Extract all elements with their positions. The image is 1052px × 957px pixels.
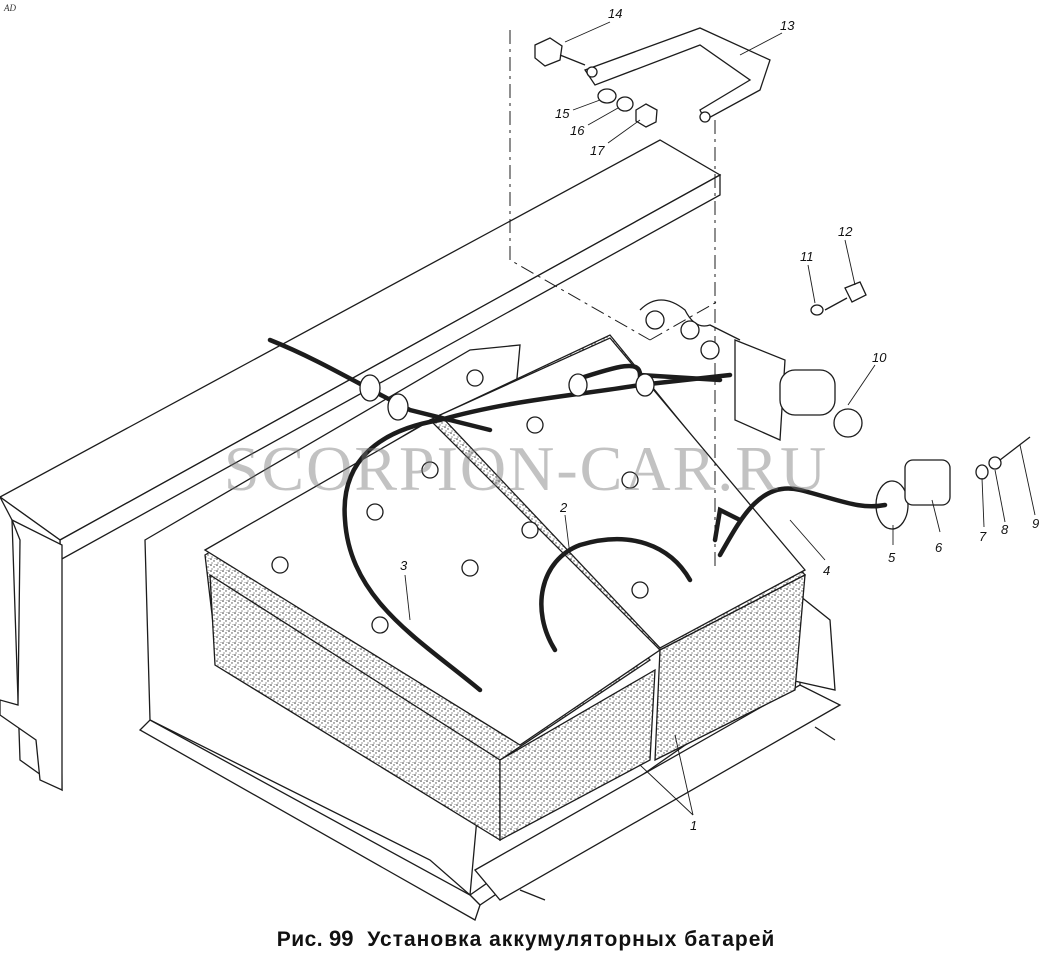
callout-16: 16 xyxy=(570,123,585,138)
callout-13: 13 xyxy=(780,18,795,33)
caption-prefix: Рис. xyxy=(276,928,324,951)
callout-11: 11 xyxy=(800,249,814,264)
callout-17: 17 xyxy=(590,143,605,158)
strap-fasteners xyxy=(534,37,658,128)
corner-mark: AD xyxy=(4,3,16,13)
callout-9: 9 xyxy=(1032,516,1039,531)
callout-7: 7 xyxy=(979,529,987,544)
callout-1: 1 xyxy=(690,818,697,833)
callout-15: 15 xyxy=(555,106,570,121)
figure-caption: Рис. 99 Установка аккумуляторных батарей xyxy=(0,926,1052,952)
watermark: SCORPION-CAR.RU xyxy=(223,433,829,504)
battery-left xyxy=(203,414,661,842)
frame-rail xyxy=(0,139,722,792)
ground-strap xyxy=(584,27,771,123)
remote-switch xyxy=(875,436,1031,530)
tray-studs xyxy=(519,726,836,901)
callout-6: 6 xyxy=(935,540,943,555)
callout-5: 5 xyxy=(888,550,896,565)
callout-2: 2 xyxy=(559,500,568,515)
switch-fasteners xyxy=(810,281,867,316)
callout-labels: 14 13 15 16 17 12 11 10 9 8 7 6 5 4 3 2 … xyxy=(400,6,1039,833)
cable-grommets xyxy=(359,373,655,421)
battery-caps xyxy=(271,369,649,634)
callout-8: 8 xyxy=(1001,522,1009,537)
callout-10: 10 xyxy=(872,350,887,365)
caption-title: Установка аккумуляторных батарей xyxy=(367,928,776,951)
callout-12: 12 xyxy=(838,224,853,239)
callout-14: 14 xyxy=(608,6,622,21)
caption-number: 99 xyxy=(328,926,354,951)
callout-leaders xyxy=(404,21,1036,816)
battery-switch xyxy=(639,299,863,441)
callout-3: 3 xyxy=(400,558,408,573)
callout-4: 4 xyxy=(823,563,830,578)
battery-right xyxy=(428,334,807,762)
